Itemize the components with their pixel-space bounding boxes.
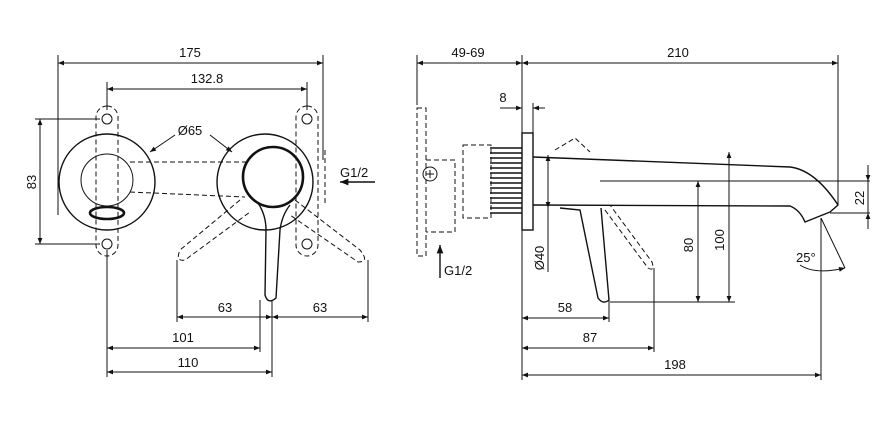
dim-110: 110 (178, 355, 199, 370)
dim-diameter-40: Ø40 (532, 246, 547, 271)
dim-198: 198 (664, 357, 686, 372)
dim-63-left: 63 (218, 300, 232, 315)
dim-101: 101 (172, 330, 194, 345)
dim-87: 87 (583, 330, 597, 345)
dim-100: 100 (712, 229, 727, 251)
side-view: 49-69 210 8 Ø40 80 100 (416, 45, 871, 380)
inlet-label-side: G1/2 (444, 263, 472, 278)
dim-49-69: 49-69 (451, 45, 484, 60)
dim-175: 175 (179, 45, 201, 60)
inlet-label-front: G1/2 (340, 165, 368, 180)
dim-diameter-65: Ø65 (178, 123, 203, 138)
dim-58: 58 (558, 300, 572, 315)
dim-210: 210 (667, 45, 689, 60)
thread-lines (490, 147, 522, 214)
angle-25: 25° (796, 250, 816, 265)
dim-132-8: 132.8 (191, 71, 224, 86)
dim-22: 22 (852, 191, 867, 205)
dim-80: 80 (681, 238, 696, 252)
dim-83: 83 (24, 175, 39, 189)
dim-63-right: 63 (313, 300, 327, 315)
dim-8: 8 (499, 90, 506, 105)
front-view: 175 132.8 83 Ø65 G1/2 (24, 45, 375, 377)
